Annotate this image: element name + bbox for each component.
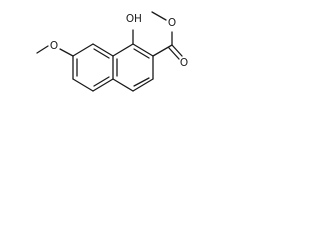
- bond-c8-c7: [72, 43, 94, 57]
- bond-c8a-c8: [92, 43, 114, 57]
- bond-c5-c4a: [92, 78, 114, 92]
- methoxy-group: O: [36, 40, 74, 57]
- molecule-structure-diagram: O H O O O: [36, 11, 188, 92]
- ester-ether-o-label: O: [168, 17, 176, 29]
- bond-c2-ester-c: [152, 44, 173, 57]
- right-ring: [112, 43, 154, 92]
- methyl-ester-group: O O: [151, 11, 188, 69]
- bond-ester-c-o-double-a: [171, 44, 183, 57]
- ester-carbonyl-o-label: O: [180, 57, 188, 69]
- hydroxyl-group: O H: [126, 13, 142, 45]
- bond-c6-c5: [72, 78, 94, 92]
- bond-c1-c2: [132, 43, 154, 57]
- left-ring: [72, 43, 114, 92]
- bond-c3-c4: [132, 78, 154, 92]
- bond-c8a-c1: [112, 43, 134, 57]
- bond-c5-c4a-inner: [93, 76, 110, 87]
- bond-c1-c2-inner: [133, 48, 150, 59]
- bond-c4-c4a: [112, 78, 134, 92]
- methoxy-o-label: O: [50, 40, 58, 52]
- bond-ester-o-methyl: [151, 11, 167, 21]
- hydroxyl-h-label: H: [134, 13, 142, 25]
- bond-c7-methoxy-o: [59, 48, 74, 57]
- hydroxyl-o-label: O: [126, 13, 134, 25]
- bond-methoxy-o-methyl: [36, 45, 49, 54]
- bond-c8a-c8-inner: [93, 48, 110, 59]
- bond-c3-c4-inner: [133, 77, 150, 87]
- bond-ester-c-o-double-b: [168, 47, 180, 60]
